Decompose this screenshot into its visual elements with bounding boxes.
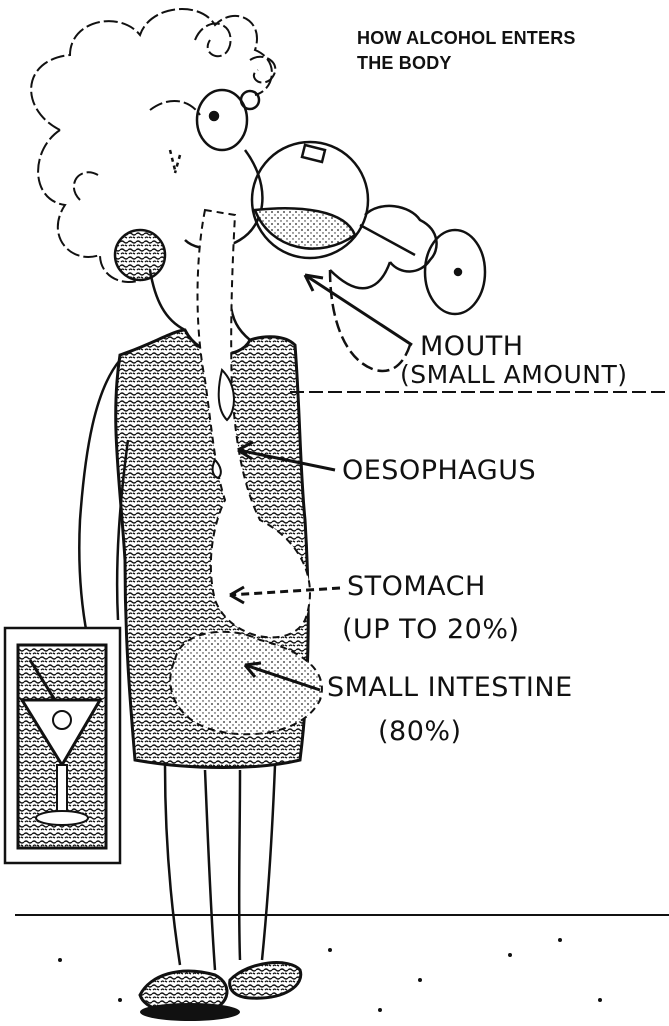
- floor-dots: [58, 938, 602, 1012]
- shoes: [140, 963, 301, 1021]
- small-intestine-note: (80%): [378, 717, 462, 747]
- handbag: [5, 628, 120, 863]
- oesophagus-label: OESOPHAGUS: [342, 456, 536, 486]
- legs: [165, 765, 275, 970]
- diagram-title: HOW ALCOHOL ENTERS THE BODY: [357, 26, 576, 76]
- small-intestine-label: SMALL INTESTINE: [327, 673, 573, 703]
- mouth-label: MOUTH: [420, 332, 524, 362]
- stomach-note: (UP TO 20%): [342, 615, 520, 645]
- earring-icon: [115, 230, 165, 280]
- mouth-arrow: [305, 275, 412, 345]
- mouth-note: (SMALL AMOUNT): [400, 360, 627, 390]
- title-line-2: THE BODY: [357, 51, 576, 76]
- title-line-1: HOW ALCOHOL ENTERS: [357, 26, 576, 51]
- stomach-label: STOMACH: [347, 572, 486, 602]
